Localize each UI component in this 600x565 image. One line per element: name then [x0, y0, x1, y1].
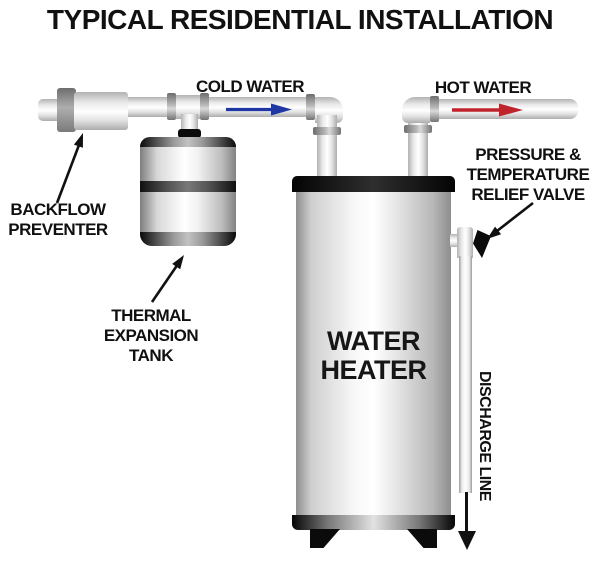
- water-heater-foot-left: [310, 529, 340, 548]
- thermal-label-line2: EXPANSION: [103, 326, 199, 346]
- discharge-flow-arrow: [458, 492, 476, 550]
- cold-water-pipe: [120, 97, 316, 117]
- hot-elbow: [402, 97, 430, 123]
- relief-valve-handle: [473, 230, 491, 258]
- thermal-expansion-tank-label: THERMAL EXPANSION TANK: [96, 306, 206, 366]
- thermal-label-line3: TANK: [129, 346, 173, 366]
- relief-label-line2: TEMPERATURE: [466, 165, 590, 185]
- hot-water-label-text: HOT WATER: [434, 78, 532, 97]
- water-heater-label-line1: WATER: [327, 326, 421, 356]
- discharge-pipe: [459, 256, 472, 493]
- thermal-label-line1: THERMAL: [111, 306, 191, 325]
- discharge-line-label-text: DISCHARGE LINE: [476, 371, 493, 501]
- tee-coupling-right: [200, 93, 209, 120]
- hot-water-label: HOT WATER: [428, 78, 538, 98]
- water-heater-foot-right: [407, 529, 437, 548]
- relief-label-line3: RELIEF VALVE: [471, 185, 585, 205]
- thermal-tank-pointer-arrow: [150, 255, 184, 303]
- expansion-tank-top-band: [140, 137, 236, 147]
- water-heater-body: [296, 192, 451, 515]
- relief-valve-pointer-arrow: [487, 201, 534, 239]
- cold-pipe-coupling: [306, 94, 315, 120]
- tee-stub-pipe: [181, 114, 198, 131]
- expansion-tank-bottom-band: [140, 232, 236, 246]
- expansion-tank-mid-band: [140, 181, 236, 192]
- water-heater-bottom-band: [292, 515, 455, 530]
- relief-label-line1: PRESSURE &: [475, 145, 581, 164]
- backflow-preventer-body: [74, 92, 128, 130]
- backflow-preventer-label: BACKFLOW PREVENTER: [6, 200, 110, 240]
- cold-water-label-text: COLD WATER: [195, 77, 305, 96]
- water-heater-label-line2: HEATER: [320, 354, 427, 385]
- discharge-line-label: DISCHARGE LINE: [475, 371, 493, 501]
- water-heater-top-band: [292, 176, 455, 192]
- hot-water-pipe: [430, 99, 578, 119]
- tank-gasket: [178, 129, 201, 138]
- backflow-label-line2: PREVENTER: [8, 220, 108, 240]
- water-heater-label: WATER HEATER: [296, 327, 451, 385]
- cold-drop-pipe: [317, 115, 337, 179]
- cold-water-label: COLD WATER: [195, 77, 305, 97]
- backflow-pointer-arrow: [55, 133, 83, 204]
- hot-riser-coupling: [404, 125, 432, 133]
- relief-valve-body: [457, 227, 473, 258]
- cold-drop-coupling: [313, 127, 341, 135]
- hot-pipe-coupling: [430, 96, 439, 122]
- backflow-preventer-collar: [57, 88, 76, 132]
- backflow-label-line1: BACKFLOW: [10, 200, 106, 219]
- tee-coupling-left: [167, 93, 176, 120]
- page-title: TYPICAL RESIDENTIAL INSTALLATION: [46, 4, 554, 35]
- relief-valve-label: PRESSURE & TEMPERATURE RELIEF VALVE: [466, 145, 590, 205]
